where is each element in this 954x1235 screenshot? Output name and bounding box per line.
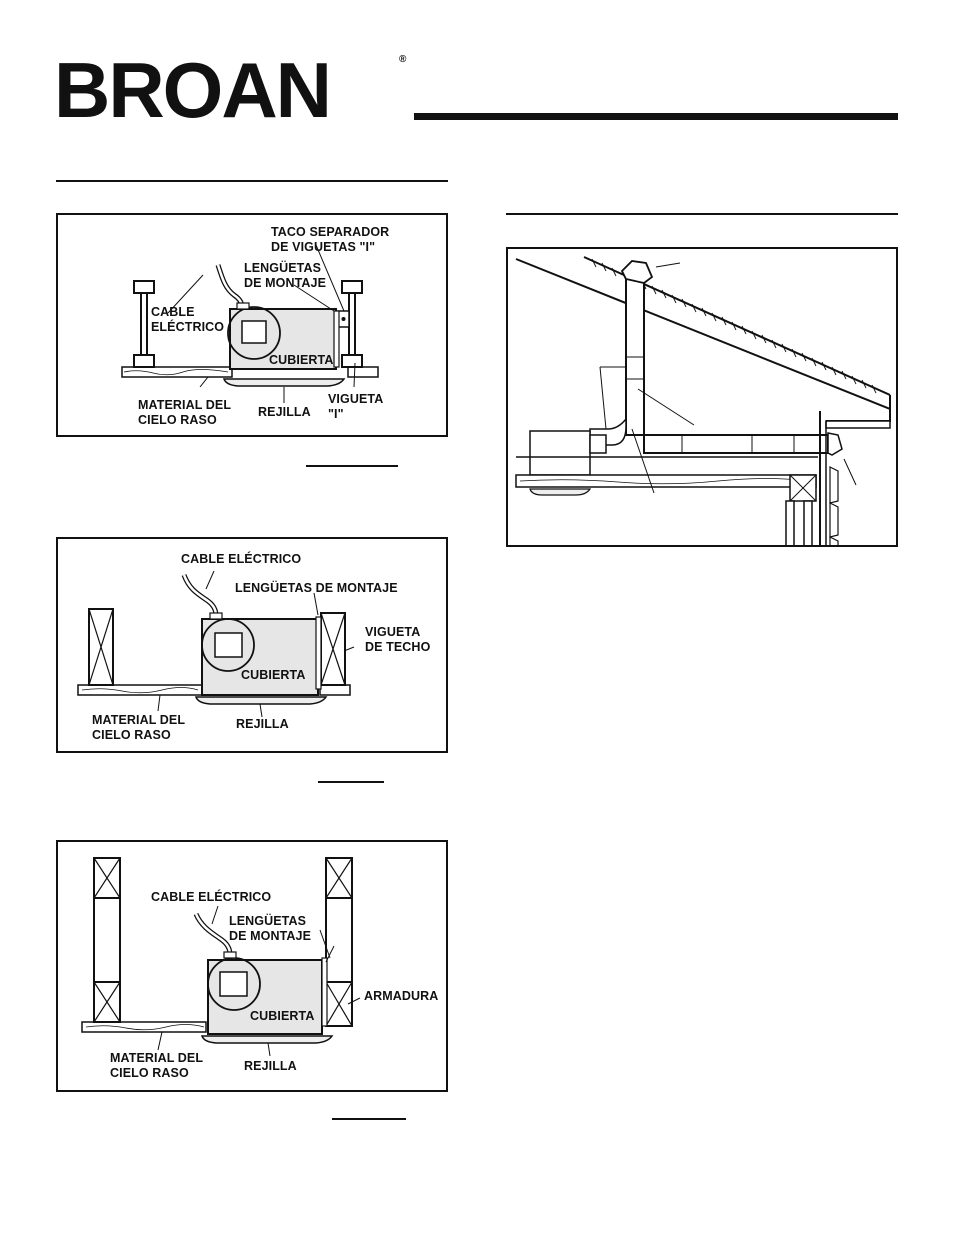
label-housing: CUBIERTA [241, 668, 306, 682]
label-cable: CABLE ELÉCTRICO [151, 890, 272, 904]
figure-truss: CABLE ELÉCTRICO LENGÜETAS DE MONTAJE ARM… [56, 840, 448, 1092]
figure3-caption-underline [332, 1118, 406, 1120]
shingle-hatching [591, 258, 877, 394]
label-cable: CABLE ELÉCTRICO [181, 552, 302, 566]
label-mounting-tabs: LENGÜETAS DE MONTAJE [235, 581, 398, 595]
label-grille: REJILLA [244, 1059, 297, 1073]
label-ceiling: MATERIAL DEL CIELO RASO [110, 1051, 204, 1080]
label-joist: VIGUETA DE TECHO [365, 625, 431, 654]
broan-logo: BROAN ® [54, 46, 414, 134]
label-spacer: TACO SEPARADOR DE VIGUETAS "I" [271, 225, 390, 254]
figure-i-joist: TACO SEPARADOR DE VIGUETAS "I" LENGÜETAS… [56, 213, 448, 437]
left-section-rule [56, 180, 448, 182]
registered-mark: ® [399, 54, 407, 65]
siding-boards [829, 466, 839, 545]
label-mounting-tabs: LENGÜETAS DE MONTAJE [229, 914, 312, 943]
label-housing: CUBIERTA [269, 353, 334, 367]
label-housing: CUBIERTA [250, 1009, 315, 1023]
figure2-caption-underline [318, 781, 384, 783]
duct-routing-diagram [515, 256, 891, 545]
truss-diagram [81, 857, 361, 1057]
label-joist: VIGUETA "I" [328, 392, 384, 421]
label-ceiling: MATERIAL DEL CIELO RASO [138, 398, 232, 427]
label-mounting-tabs: LENGÜETAS DE MONTAJE [244, 261, 327, 290]
label-grille: REJILLA [258, 405, 311, 419]
logo-text: BROAN [54, 46, 332, 134]
header-rule [414, 113, 898, 120]
figure1-caption-underline [306, 465, 398, 467]
figure-duct-routing [506, 247, 898, 547]
i-joist-diagram [121, 244, 379, 403]
label-truss: ARMADURA [364, 989, 439, 1003]
ceiling-joist-diagram [77, 570, 355, 718]
label-grille: REJILLA [236, 717, 289, 731]
right-section-rule [506, 213, 898, 215]
label-ceiling: MATERIAL DEL CIELO RASO [92, 713, 186, 742]
figure-ceiling-joist: CABLE ELÉCTRICO LENGÜETAS DE MONTAJE VIG… [56, 537, 448, 753]
label-cable: CABLE ELÉCTRICO [151, 305, 225, 334]
